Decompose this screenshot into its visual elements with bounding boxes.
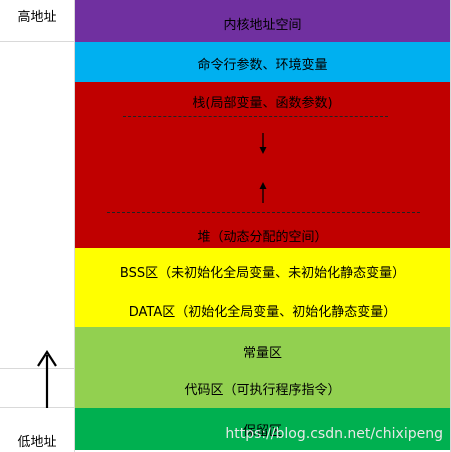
- down-arrow-icon: [259, 133, 267, 154]
- env-args-label: 命令行参数、环境变量: [197, 58, 328, 73]
- code-label: 代码区（可执行程序指令）: [184, 383, 341, 398]
- low-address-label: 低地址: [17, 435, 57, 450]
- up-arrow-icon: [37, 350, 57, 408]
- const-code-block: 常量区 代码区（可执行程序指令）: [75, 327, 450, 408]
- const-label: 常量区: [242, 346, 282, 361]
- reserved-label: 保留区: [242, 424, 282, 439]
- grid-line-row: [0, 41, 75, 42]
- high-address-label: 高地址: [17, 10, 57, 25]
- heap-boundary-dashline: [107, 212, 420, 213]
- grid-line-left: [74, 0, 75, 452]
- heap-label: 堆（动态分配的空间）: [197, 230, 328, 245]
- bss-label: BSS区（未初始化全局变量、未初始化静态变量）: [119, 266, 406, 281]
- stack-label: 栈(局部变量、函数参数): [192, 96, 333, 111]
- bss-data-block: BSS区（未初始化全局变量、未初始化静态变量） DATA区（初始化全局变量、初始…: [75, 248, 450, 327]
- grid-line-row: [0, 407, 75, 408]
- env-args-block: 命令行参数、环境变量: [75, 42, 450, 82]
- stack-boundary-dashline: [123, 116, 388, 117]
- up-arrow-small-icon: [259, 182, 267, 203]
- grid-line-row: [0, 368, 75, 369]
- kernel-space-label: 内核地址空间: [223, 18, 302, 33]
- reserved-block: 保留区: [75, 408, 450, 450]
- data-label: DATA区（初始化全局变量、初始化静态变量）: [128, 305, 397, 320]
- stack-heap-block: 栈(局部变量、函数参数) 堆（动态分配的空间）: [75, 82, 450, 248]
- kernel-space-block: 内核地址空间: [75, 0, 450, 42]
- watermark: https://blog.csdn.net/chixipeng: [225, 426, 443, 442]
